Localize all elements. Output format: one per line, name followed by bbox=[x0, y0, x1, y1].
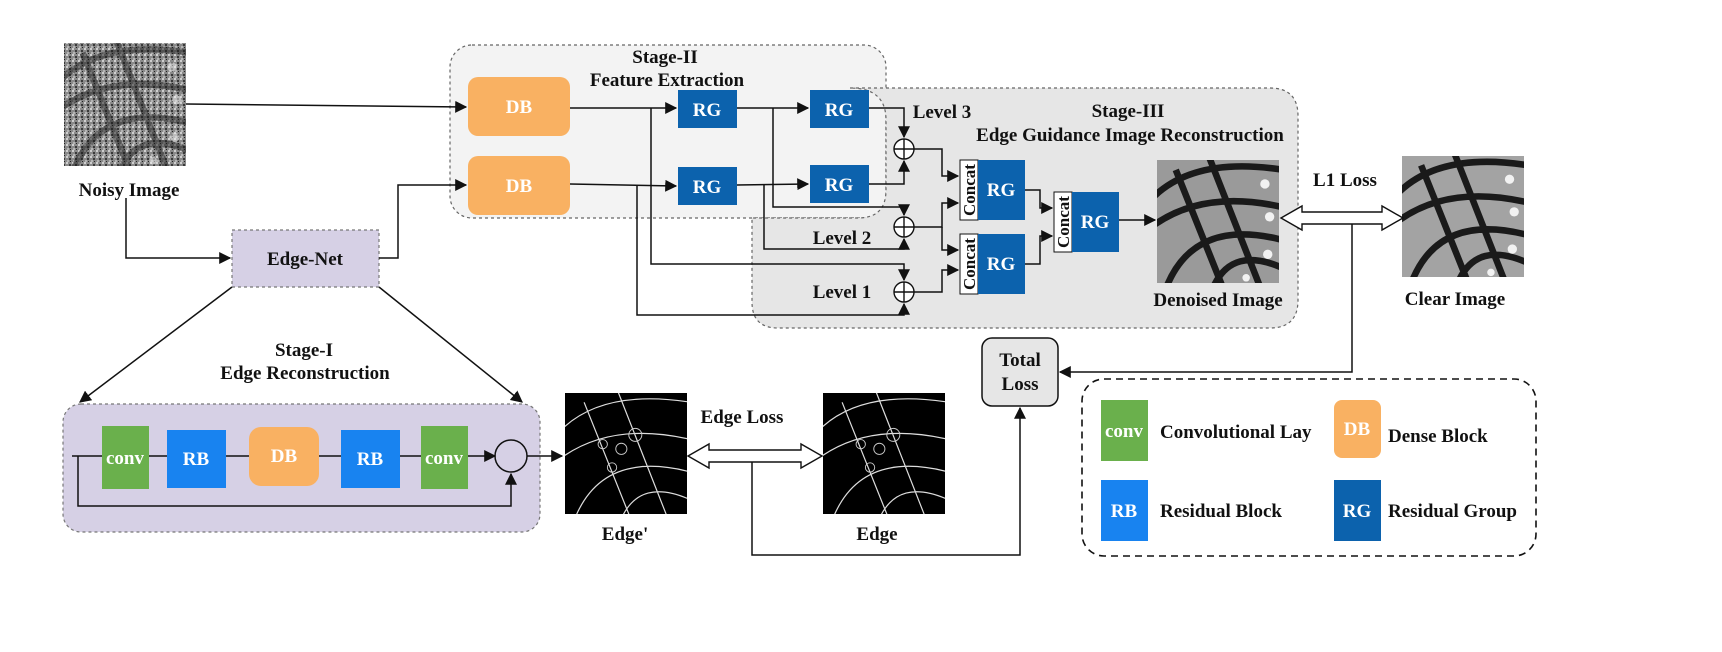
total-loss-line1: Total bbox=[999, 350, 1041, 371]
edge-net-label: Edge-Net bbox=[267, 249, 344, 270]
level-1-label: Level 1 bbox=[813, 282, 872, 303]
legend-db-label: Dense Block bbox=[1388, 426, 1488, 447]
stage-i-title: Stage-I bbox=[275, 340, 333, 361]
edge-gt-image bbox=[823, 393, 945, 514]
rg-block-4 bbox=[810, 165, 869, 203]
rg-block-2 bbox=[810, 90, 869, 128]
clear-image bbox=[1402, 156, 1524, 277]
rg-block-3-label: RG bbox=[693, 177, 722, 198]
l1-loss-label: L1 Loss bbox=[1313, 170, 1377, 191]
edge-pred-image bbox=[565, 393, 687, 514]
legend-rg-label: Residual Group bbox=[1388, 501, 1517, 522]
conv-block-2 bbox=[421, 426, 468, 489]
legend-conv-abbr: conv bbox=[1105, 421, 1144, 442]
db-block-stage1 bbox=[249, 427, 319, 486]
noisy-image-label: Noisy Image bbox=[79, 180, 180, 201]
legend-rb-swatch bbox=[1101, 480, 1148, 541]
edge-net-block bbox=[231, 229, 380, 288]
concat-block-1-label: Concat bbox=[960, 164, 979, 216]
db-block-bottom-label: DB bbox=[506, 176, 533, 197]
rg-block-1 bbox=[678, 90, 737, 128]
level-3-label: Level 3 bbox=[913, 102, 972, 123]
edge-loss-arrow bbox=[686, 442, 824, 470]
edge-loss-label: Edge Loss bbox=[701, 407, 784, 428]
total-loss-line2: Loss bbox=[1002, 374, 1039, 395]
clear-image-label: Clear Image bbox=[1405, 289, 1505, 310]
rg-block-5 bbox=[978, 160, 1025, 220]
denoised-image-label: Denoised Image bbox=[1153, 290, 1282, 311]
db-block-bottom bbox=[468, 156, 570, 215]
legend-conv-label: Convolutional Lay bbox=[1160, 422, 1312, 443]
rg-block-1-label: RG bbox=[693, 100, 722, 121]
rg-block-7-label: RG bbox=[1081, 212, 1110, 233]
edge-gt-label: Edge bbox=[856, 524, 897, 545]
plus-node-level2 bbox=[893, 216, 915, 238]
stage-iii-subtitle: Edge Guidance Image Reconstruction bbox=[976, 125, 1284, 146]
rg-block-4-label: RG bbox=[825, 175, 854, 196]
stage-ii-subtitle: Feature Extraction bbox=[590, 70, 745, 91]
edge-pred-label: Edge' bbox=[602, 524, 648, 545]
conv-block-1-label: conv bbox=[106, 448, 145, 469]
rb-block-1 bbox=[167, 430, 226, 488]
rg-block-6 bbox=[978, 234, 1025, 294]
rg-block-6-label: RG bbox=[987, 254, 1016, 275]
plus-node-level1 bbox=[893, 281, 915, 303]
legend-rg-swatch bbox=[1334, 480, 1381, 541]
concat-block-3-label: Concat bbox=[1054, 196, 1073, 248]
rg-block-5-label: RG bbox=[987, 180, 1016, 201]
l1-loss-arrow bbox=[1279, 204, 1405, 232]
total-loss-box bbox=[981, 337, 1059, 407]
rb-block-2 bbox=[341, 430, 400, 488]
concat-block-2-label: Concat bbox=[960, 238, 979, 290]
legend-rb-abbr: RB bbox=[1111, 501, 1138, 522]
conv-block-2-label: conv bbox=[425, 448, 464, 469]
rg-block-3 bbox=[678, 167, 737, 205]
level-2-label: Level 2 bbox=[813, 228, 872, 249]
legend-box bbox=[1081, 378, 1537, 557]
stage-iii-title: Stage-III bbox=[1092, 101, 1165, 122]
connectors bbox=[72, 100, 1353, 556]
plus-node-level3 bbox=[893, 138, 915, 160]
rb-block-2-label: RB bbox=[357, 449, 384, 470]
legend-rg-abbr: RG bbox=[1343, 501, 1372, 522]
noisy-image bbox=[64, 43, 186, 166]
legend-conv-swatch bbox=[1101, 400, 1148, 461]
rg-block-7 bbox=[1072, 192, 1119, 252]
legend-db-abbr: DB bbox=[1344, 419, 1371, 440]
db-block-stage1-label: DB bbox=[271, 446, 298, 467]
legend-db-swatch bbox=[1334, 400, 1381, 458]
db-block-top-label: DB bbox=[506, 97, 533, 118]
conv-block-1 bbox=[102, 426, 149, 489]
db-block-top bbox=[468, 77, 570, 136]
rg-block-2-label: RG bbox=[825, 100, 854, 121]
stage-i-subtitle: Edge Reconstruction bbox=[220, 363, 390, 384]
denoised-image bbox=[1157, 160, 1279, 283]
legend-rb-label: Residual Block bbox=[1160, 501, 1282, 522]
stage-ii-title: Stage-II bbox=[632, 47, 697, 68]
rb-block-1-label: RB bbox=[183, 449, 210, 470]
